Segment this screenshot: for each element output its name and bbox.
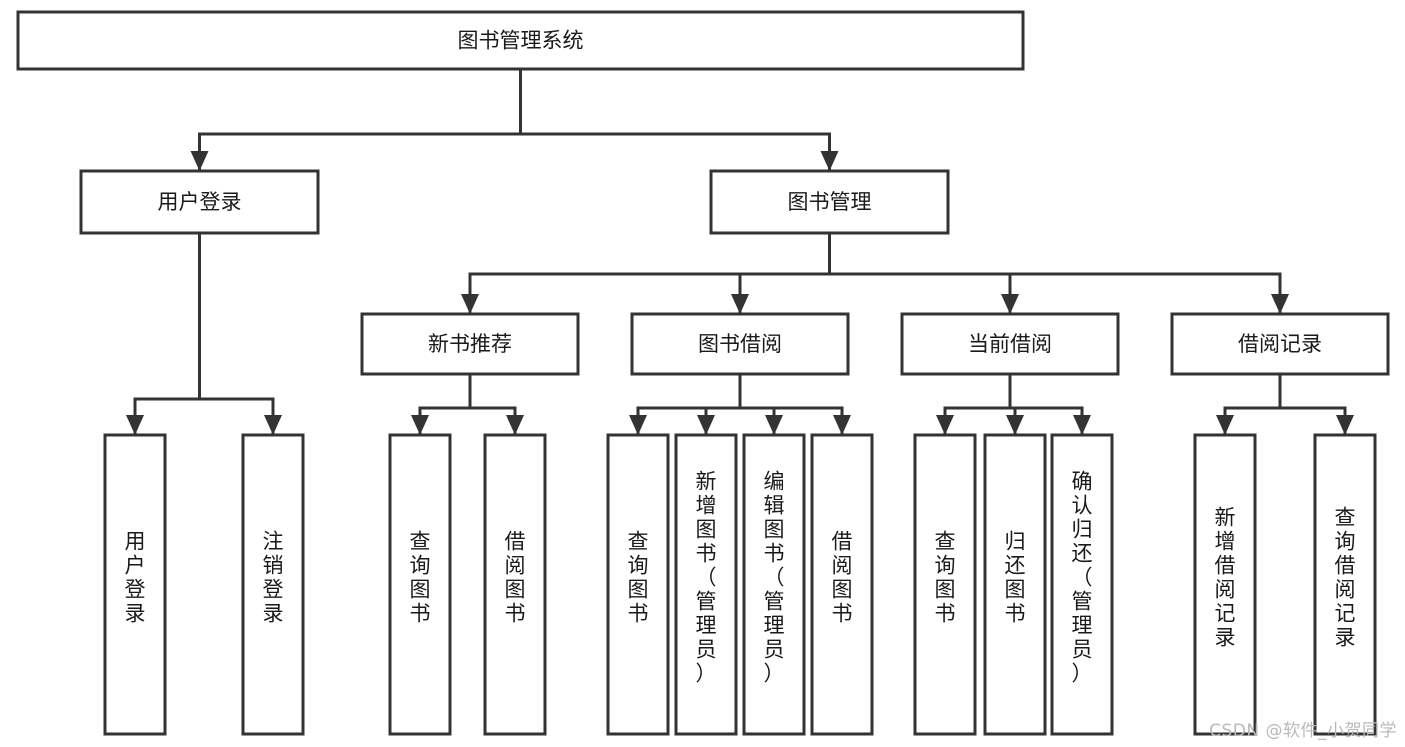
arrow-head-icon xyxy=(506,415,524,435)
node-record-add[interactable]: 新增借阅记录 xyxy=(1193,433,1257,736)
node-box xyxy=(900,312,1120,376)
node-label: 用户登录 xyxy=(158,190,242,214)
node-label: 归还图书 xyxy=(1005,530,1026,626)
node-box xyxy=(103,433,167,736)
arrow-head-icon xyxy=(765,415,783,435)
node-label: 借阅图书 xyxy=(832,530,853,626)
node-box xyxy=(709,169,950,235)
node-label: 查询图书 xyxy=(935,530,956,626)
connectors-layer xyxy=(126,67,1354,436)
arrow-head-icon xyxy=(629,415,647,435)
arrow-head-icon xyxy=(1336,415,1354,435)
node-label: 查询借阅记录 xyxy=(1335,506,1356,650)
node-box xyxy=(674,433,738,736)
node-box xyxy=(1313,433,1377,736)
node-label: 当前借阅 xyxy=(968,332,1052,356)
node-box xyxy=(79,169,320,235)
node-label: 图书借阅 xyxy=(698,332,782,356)
node-label: 查询图书 xyxy=(628,530,649,626)
node-borrow-query-book[interactable]: 查询图书 xyxy=(606,433,670,736)
node-label: 借阅图书 xyxy=(505,530,526,626)
node-current-confirm-return[interactable]: 确认归还（管理员） xyxy=(1050,433,1114,736)
node-label: 图书管理系统 xyxy=(458,29,584,53)
node-box xyxy=(630,312,850,376)
arrow-head-icon xyxy=(126,415,144,435)
node-label: 借阅记录 xyxy=(1238,332,1322,356)
arrow-head-icon xyxy=(190,151,209,171)
arrow-head-icon xyxy=(1006,415,1024,435)
node-recommend-query-book[interactable]: 查询图书 xyxy=(388,433,452,736)
node-current-borrow[interactable]: 当前借阅 xyxy=(900,312,1120,376)
arrow-head-icon xyxy=(833,415,851,435)
node-box xyxy=(1193,433,1257,736)
node-user-logout-leaf[interactable]: 注销登录 xyxy=(241,433,305,736)
node-label: 编辑图书（管理员） xyxy=(764,470,785,686)
arrow-head-icon xyxy=(820,151,839,171)
node-recommend-borrow-book[interactable]: 借阅图书 xyxy=(483,433,547,736)
node-box xyxy=(983,433,1047,736)
node-box xyxy=(241,433,305,736)
node-label: 新书推荐 xyxy=(428,332,512,356)
node-label: 图书管理 xyxy=(788,190,872,214)
node-borrow-edit-book[interactable]: 编辑图书（管理员） xyxy=(742,433,806,736)
node-book-management[interactable]: 图书管理 xyxy=(709,169,950,235)
node-box xyxy=(1170,312,1390,376)
arrow-head-icon xyxy=(697,415,715,435)
node-new-book-recommend[interactable]: 新书推荐 xyxy=(360,312,580,376)
node-borrow-borrow-book[interactable]: 借阅图书 xyxy=(810,433,874,736)
node-box xyxy=(810,433,874,736)
node-label: 注销登录 xyxy=(263,530,284,626)
node-box xyxy=(913,433,977,736)
arrow-head-icon xyxy=(264,415,282,435)
node-box xyxy=(742,433,806,736)
node-user-login[interactable]: 用户登录 xyxy=(79,169,320,235)
node-box xyxy=(388,433,452,736)
arrow-head-icon xyxy=(411,415,429,435)
node-label: 查询图书 xyxy=(410,530,431,626)
node-user-login-leaf[interactable]: 用户登录 xyxy=(103,433,167,736)
node-box xyxy=(483,433,547,736)
node-borrow-records[interactable]: 借阅记录 xyxy=(1170,312,1390,376)
arrow-head-icon xyxy=(1216,415,1234,435)
node-box xyxy=(360,312,580,376)
node-box xyxy=(16,10,1025,71)
node-label: 确认归还（管理员） xyxy=(1072,470,1093,686)
arrow-head-icon xyxy=(731,294,749,314)
arrow-head-icon xyxy=(1001,294,1019,314)
node-label: 新增借阅记录 xyxy=(1215,506,1236,650)
node-current-query-book[interactable]: 查询图书 xyxy=(913,433,977,736)
arrow-head-icon xyxy=(1271,294,1289,314)
node-box xyxy=(606,433,670,736)
nodes-layer: 图书管理系统用户登录用户登录注销登录图书管理新书推荐查询图书借阅图书图书借阅查询… xyxy=(16,10,1390,736)
watermark-text: CSDN @软件_小贺同学 xyxy=(1209,721,1397,741)
arrow-head-icon xyxy=(936,415,954,435)
node-box xyxy=(1050,433,1114,736)
node-current-return-book[interactable]: 归还图书 xyxy=(983,433,1047,736)
node-label: 新增图书（管理员） xyxy=(696,470,717,686)
node-label: 用户登录 xyxy=(125,530,146,626)
node-root[interactable]: 图书管理系统 xyxy=(16,10,1025,71)
arrow-head-icon xyxy=(461,294,479,314)
arrow-head-icon xyxy=(1073,415,1091,435)
node-record-query[interactable]: 查询借阅记录 xyxy=(1313,433,1377,736)
node-borrow-add-book[interactable]: 新增图书（管理员） xyxy=(674,433,738,736)
node-book-borrow[interactable]: 图书借阅 xyxy=(630,312,850,376)
